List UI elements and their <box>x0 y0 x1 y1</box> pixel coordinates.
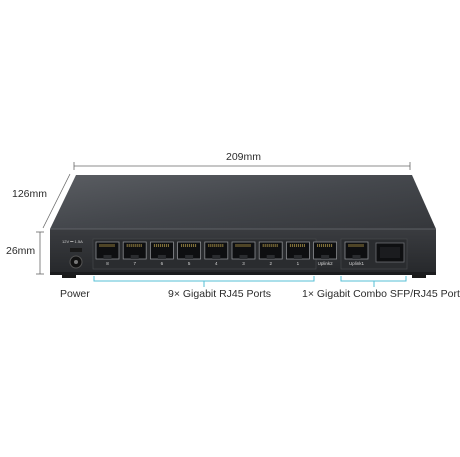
rj45-port-1 <box>285 241 310 260</box>
foot-left <box>62 275 76 278</box>
switch-bottom-edge <box>50 272 436 275</box>
width-dimension-label: 209mm <box>226 151 262 163</box>
rj45-port-6-label: 6 <box>161 261 164 266</box>
rj45-ports: 8 7 6 5 4 3 2 1 Uplink2 Uplink1 <box>95 241 369 266</box>
power-caption: Power <box>60 288 90 300</box>
switch-top-face <box>50 175 436 229</box>
depth-dimension-line <box>42 173 71 229</box>
callout-brackets <box>93 276 407 287</box>
rj45-port-3-label: 3 <box>242 261 245 266</box>
rj45-port-5-label: 5 <box>188 261 191 266</box>
rj45-port-7-label: 7 <box>133 261 136 266</box>
combo-port-caption: 1× Gigabit Combo SFP/RJ45 Port <box>302 288 460 300</box>
rj45-port-5 <box>177 241 202 260</box>
rj45-bracket <box>93 276 315 282</box>
rj45-port-uplink1 <box>344 241 369 260</box>
rj45-port-4 <box>204 241 229 260</box>
rj45-port-1-label: 1 <box>297 261 300 266</box>
sfp-slot <box>375 242 405 263</box>
rj45-port-uplink1-label: Uplink1 <box>349 261 365 266</box>
rj45-port-3 <box>231 241 256 260</box>
rj45-port-2 <box>258 241 283 260</box>
switch-illustration: 12V ⎓ 1.5A 8 7 6 5 4 3 2 1 Uplink2 Uplink1 <box>36 162 436 287</box>
rj45-port-2-label: 2 <box>269 261 272 266</box>
height-dimension-label: 26mm <box>6 245 36 257</box>
combo-bracket <box>340 276 407 282</box>
power-jack-label: 12V ⎓ 1.5A <box>62 239 83 244</box>
rj45-port-uplink2 <box>313 241 338 260</box>
power-jack <box>69 248 83 269</box>
rj45-port-6 <box>149 241 174 260</box>
rj45-port-8-label: 8 <box>106 261 109 266</box>
rj45-port-4-label: 4 <box>215 261 218 266</box>
dimension-lines <box>36 162 411 275</box>
foot-right <box>412 275 426 278</box>
rj45-ports-caption: 9× Gigabit RJ45 Ports <box>168 288 272 300</box>
rj45-port-7 <box>122 241 147 260</box>
rj45-port-8 <box>95 241 120 260</box>
depth-dimension-label: 126mm <box>12 188 48 200</box>
rj45-port-uplink2-label: Uplink2 <box>318 261 334 266</box>
